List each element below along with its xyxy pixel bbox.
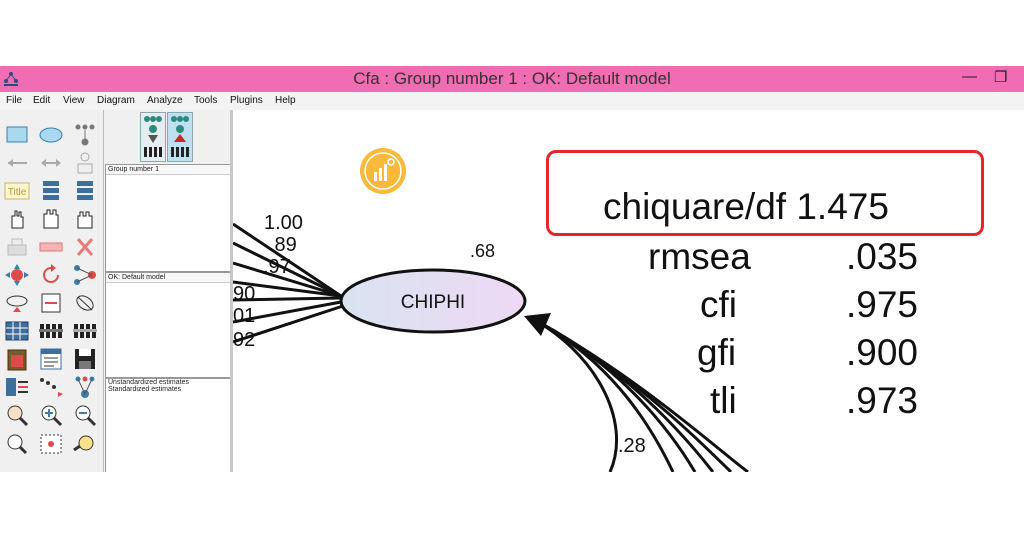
reflect-indicators-icon[interactable]	[70, 262, 100, 288]
single-arrow-icon[interactable]	[2, 150, 32, 176]
loading-label-5: 01	[233, 305, 255, 327]
latent-variable-label: CHIPHI	[401, 292, 465, 313]
model-item[interactable]: OK: Default model	[106, 273, 230, 283]
draw-observed-variable-tool[interactable]	[2, 122, 32, 148]
draw-latent-variable-tool[interactable]	[36, 122, 66, 148]
path-diagram: CHIPHI .68 1.00 .89 .97 90 01 92 .28	[232, 212, 749, 472]
loading-label-6: 92	[233, 329, 255, 351]
title-tool[interactable]: Title	[2, 178, 32, 204]
menu-analyze[interactable]: Analyze	[147, 95, 183, 106]
calculate-estimates-icon[interactable]	[70, 318, 100, 344]
zoom-select-icon[interactable]	[2, 402, 32, 428]
fit-to-page-icon[interactable]	[36, 430, 66, 456]
menu-edit[interactable]: Edit	[33, 95, 51, 106]
menu-tools[interactable]: Tools	[194, 95, 218, 106]
copy-to-clipboard-icon[interactable]	[2, 346, 32, 372]
loading-label-2: .89	[269, 234, 297, 256]
copy-icon[interactable]	[2, 234, 32, 260]
drag-properties-icon[interactable]	[36, 374, 66, 400]
preserve-symmetries-icon[interactable]	[70, 374, 100, 400]
select-one-hand-icon[interactable]	[2, 206, 32, 232]
zoom-in-icon[interactable]	[36, 402, 66, 428]
estimates-panel[interactable]: Unstandardized estimates Standardized es…	[105, 378, 231, 472]
window-title: Cfa : Group number 1 : OK: Default model	[353, 69, 671, 88]
path-diagram-canvas[interactable]: CHIPHI .68 1.00 .89 .97 90 01 92 .28	[232, 110, 1024, 472]
view-input-path-diagram-button[interactable]	[140, 112, 166, 162]
scroll-icon[interactable]	[36, 290, 66, 316]
move-icon[interactable]	[36, 234, 66, 260]
analysis-properties-icon[interactable]	[36, 318, 66, 344]
title-bar: Cfa : Group number 1 : OK: Default model…	[0, 66, 1024, 92]
menu-diagram[interactable]: Diagram	[97, 95, 135, 106]
menu-bar: File Edit View Diagram Analyze Tools Plu…	[0, 92, 1024, 111]
title-tool-label: Title	[8, 187, 27, 198]
maximize-button[interactable]: ❐	[994, 69, 1008, 86]
loading-paths	[232, 222, 344, 344]
latent-variable-chiphi[interactable]	[339, 268, 527, 334]
panel-splitter[interactable]	[230, 110, 233, 472]
arrowhead	[524, 313, 551, 336]
amos-window: Cfa : Group number 1 : OK: Default model…	[0, 66, 1024, 472]
variance-estimate: .68	[470, 241, 495, 261]
loading-label-3: .97	[263, 256, 291, 278]
view-page-icon[interactable]	[2, 430, 32, 456]
save-icon[interactable]	[70, 346, 100, 372]
change-shape-icon[interactable]	[2, 262, 32, 288]
covariance-paths	[528, 315, 749, 472]
group-item[interactable]: Group number 1	[106, 165, 230, 175]
double-arrow-icon[interactable]	[36, 150, 66, 176]
model-panels: Group number 1 OK: Default model Unstand…	[103, 110, 231, 472]
unstandardized-estimates-option[interactable]: Unstandardized estimates	[108, 379, 189, 386]
select-all-hand-icon[interactable]	[36, 206, 66, 232]
move-parameters-icon[interactable]	[2, 290, 32, 316]
select-data-files-icon[interactable]	[2, 318, 32, 344]
menu-help[interactable]: Help	[275, 95, 296, 106]
covariance-label: .28	[618, 435, 646, 457]
deselect-hand-icon[interactable]	[70, 206, 100, 232]
amos-app-icon[interactable]	[3, 71, 19, 87]
draw-indicator-tool[interactable]	[70, 122, 100, 148]
unique-variable-icon[interactable]	[70, 150, 100, 176]
magnifier-icon[interactable]	[70, 430, 100, 456]
models-panel[interactable]: OK: Default model	[105, 272, 231, 378]
text-output-icon[interactable]	[36, 346, 66, 372]
touch-up-icon[interactable]	[70, 290, 100, 316]
list-data-icon[interactable]	[70, 178, 100, 204]
menu-file[interactable]: File	[6, 95, 23, 106]
zoom-out-icon[interactable]	[70, 402, 100, 428]
erase-icon[interactable]	[70, 234, 100, 260]
loading-label-1: 1.00	[264, 212, 303, 234]
object-properties-icon[interactable]	[2, 374, 32, 400]
list-variables-icon[interactable]	[36, 178, 66, 204]
view-output-path-diagram-button[interactable]	[167, 112, 193, 162]
groups-panel[interactable]: Group number 1	[105, 164, 231, 272]
menu-plugins[interactable]: Plugins	[230, 95, 263, 106]
menu-view[interactable]: View	[63, 95, 85, 106]
minimize-button[interactable]: —	[962, 68, 977, 85]
toolbox: Title	[0, 110, 103, 472]
standardized-estimates-option[interactable]: Standardized estimates	[108, 386, 182, 393]
rotate-icon[interactable]	[36, 262, 66, 288]
loading-label-4: 90	[233, 283, 255, 305]
